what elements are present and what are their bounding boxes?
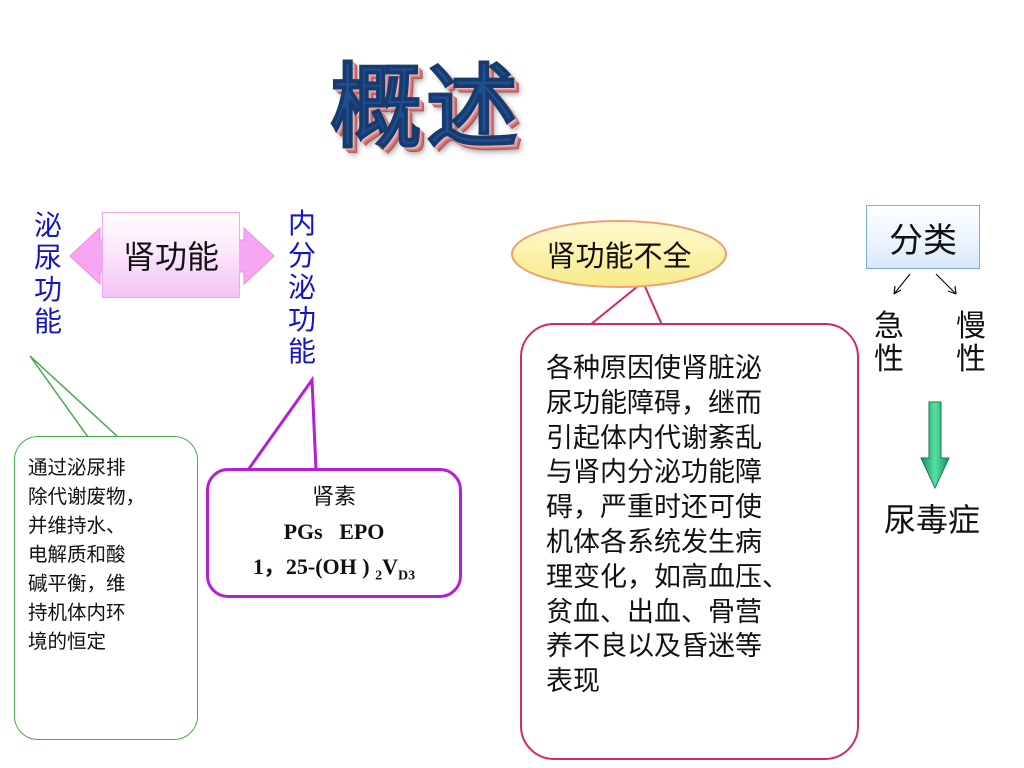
- endocrine-char: 能: [287, 335, 316, 368]
- red-callout-pointer: [587, 280, 664, 326]
- subscript-d3: D3: [397, 568, 416, 584]
- vitamin-d-formula: 1，25-(OH ): [252, 554, 370, 579]
- branch-arrows: [893, 273, 957, 295]
- excretory-callout: [14, 436, 198, 740]
- acute-label: 急 性: [870, 310, 908, 376]
- endocrine-char: 功: [287, 303, 316, 336]
- definition-callout: [520, 323, 859, 760]
- endocrine-function-label: 内 分 泌 功 能: [284, 208, 320, 368]
- endocrine-callout-line-3: 1，25-(OH ) 2VD3: [206, 553, 462, 590]
- endocrine-callout-line-1: 肾素: [311, 485, 356, 510]
- excretory-function-label: 泌 尿 功 能: [30, 210, 66, 338]
- uremia-label: 尿毒症: [884, 501, 981, 539]
- classification-box: 分类: [866, 205, 980, 269]
- purple-callout-pointer: [245, 375, 318, 472]
- endocrine-char: 泌: [287, 271, 316, 304]
- excretory-char: 能: [33, 305, 62, 338]
- down-arrow-icon: [920, 401, 950, 490]
- excretory-char: 尿: [33, 241, 62, 274]
- chronic-label: 慢 性: [952, 310, 990, 376]
- chronic-char: 性: [956, 342, 986, 377]
- excretory-char: 功: [33, 273, 62, 306]
- vitamin-v: V: [382, 554, 398, 579]
- acute-char: 性: [874, 342, 904, 377]
- chronic-char: 慢: [956, 309, 986, 344]
- kidney-function-box: 肾功能: [102, 212, 240, 298]
- excretory-callout-text: 通过泌尿排 除代谢废物， 并维持水、 电解质和酸 碱平衡，维 持机体内环 境的恒…: [28, 456, 146, 653]
- page-title: 概述: [330, 54, 523, 162]
- endocrine-char: 分: [287, 239, 316, 272]
- endocrine-callout-line-2: PGs EPO: [283, 519, 385, 544]
- excretory-char: 泌: [33, 209, 62, 242]
- green-callout-pointer: [29, 355, 120, 438]
- endocrine-char: 内: [287, 207, 316, 240]
- definition-callout-text: 各种原因使肾脏泌 尿功能障碍，继而 引起体内代谢紊乱 与肾内分泌功能障 碍，严重…: [546, 353, 789, 698]
- renal-insufficiency-oval: [511, 220, 727, 288]
- acute-char: 急: [874, 309, 904, 344]
- endocrine-callout: [206, 468, 462, 598]
- renal-insufficiency-label: 肾功能不全: [546, 239, 692, 273]
- subscript-2: 2: [375, 568, 383, 584]
